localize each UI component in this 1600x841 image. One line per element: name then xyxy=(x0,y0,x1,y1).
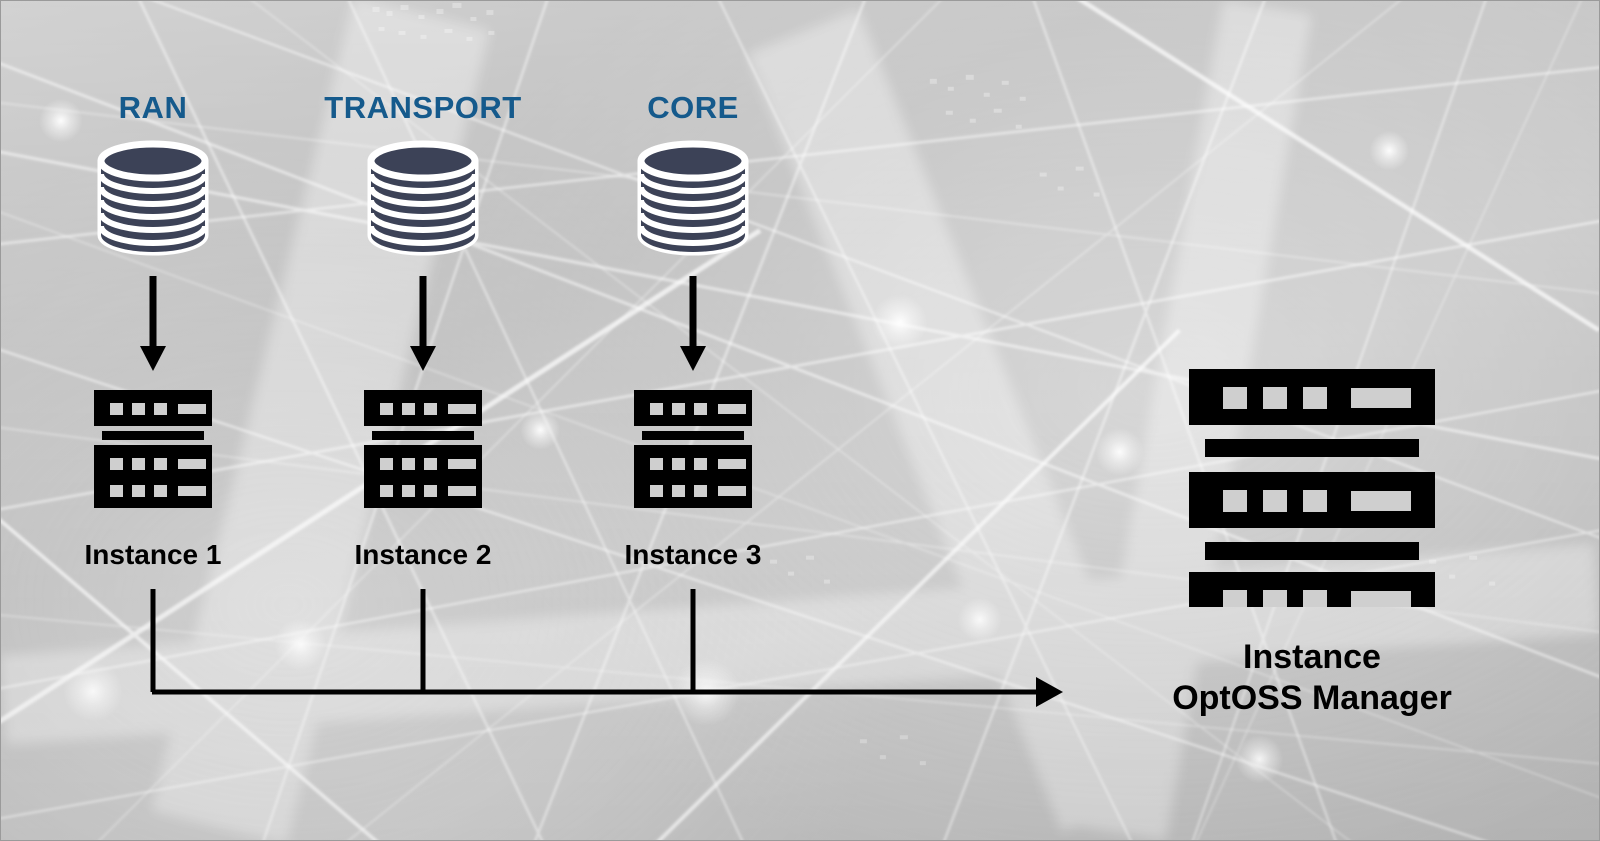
manager-caption: Instance OptOSS Manager xyxy=(1172,637,1452,720)
manager-caption-line1: Instance xyxy=(1243,638,1381,676)
database-cylinder-icon xyxy=(363,139,483,262)
database-cylinder-icon xyxy=(633,139,753,262)
column-heading-transport: TRANSPORT xyxy=(324,90,522,125)
server-rack-icon xyxy=(634,390,752,513)
database-cylinder-icon xyxy=(93,139,213,262)
manager-caption-line2: OptOSS Manager xyxy=(1172,679,1452,718)
server-rack-icon-unit3 xyxy=(634,472,752,513)
instance-label-3: Instance 3 xyxy=(624,539,762,570)
instance-label-1: Instance 1 xyxy=(84,539,222,570)
down-arrow-icon xyxy=(408,276,438,378)
instance-label-2: Instance 2 xyxy=(354,539,492,570)
column-heading-ran: RAN xyxy=(118,90,188,125)
column-heading-core: CORE xyxy=(647,90,739,125)
server-rack-large-icon xyxy=(1189,369,1435,628)
down-arrow-icon xyxy=(678,276,708,378)
server-rack-icon-unit3 xyxy=(94,472,212,513)
server-rack-icon-unit3 xyxy=(364,472,482,513)
down-arrow-icon xyxy=(138,276,168,378)
